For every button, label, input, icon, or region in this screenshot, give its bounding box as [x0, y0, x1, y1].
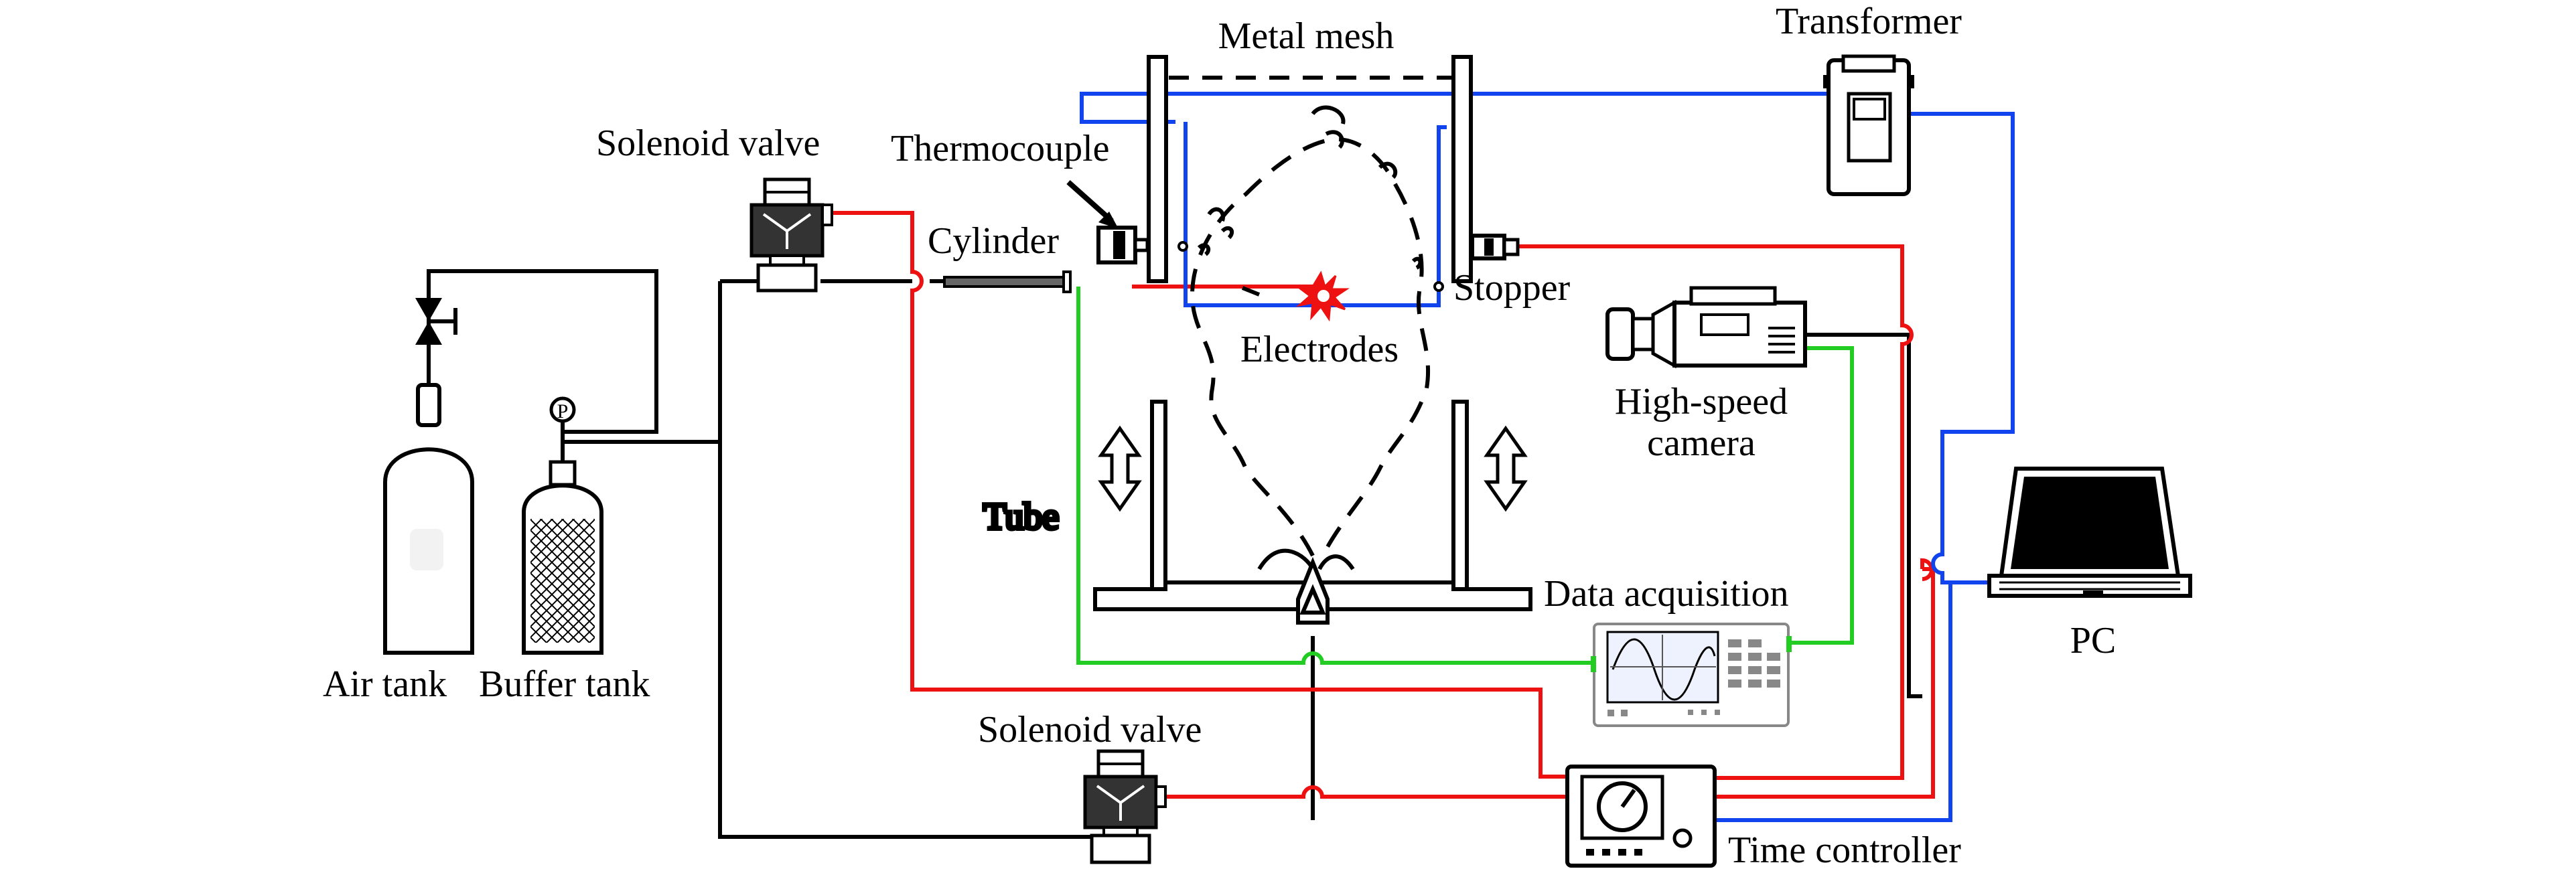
double-arrow-right-icon [1484, 425, 1528, 512]
tube-label: Tube [983, 496, 1059, 538]
time-controller: Time controller [1565, 765, 1961, 871]
thermocouple-arrow-head-icon [1098, 212, 1119, 229]
cylinder-walls [1147, 55, 1473, 283]
valve-bottom-base [1090, 834, 1151, 864]
cylinder-wall-right [1451, 55, 1473, 283]
stopper-core [1484, 238, 1494, 256]
tube: Tube [981, 400, 1532, 611]
laptop-screen [2011, 477, 2169, 569]
transformer: Transformer [1776, 1, 1962, 196]
daq-label: Data acquisition [1544, 573, 1788, 615]
buffer-tank-neck [549, 460, 577, 487]
electrodes-label: Electrodes [1240, 329, 1399, 370]
solenoid-valve-bottom-label: Solenoid valve [978, 709, 1202, 750]
transformer-handle [1841, 54, 1896, 73]
camera-lens [1631, 317, 1655, 351]
cylinder-wall-left [1147, 55, 1168, 283]
time-controller-label: Time controller [1728, 829, 1961, 870]
double-arrow-left-icon [1098, 425, 1142, 512]
cylinder-rod [943, 276, 1065, 288]
air-tank-neck [416, 383, 441, 427]
tube-wall-right [1451, 400, 1469, 591]
hand-valve-bottom-icon [415, 321, 442, 345]
flame-fragments [1197, 105, 1423, 297]
pc-laptop: PC [1987, 467, 2192, 661]
air-tank-highlight [410, 529, 443, 570]
camera-lens-rim [1605, 307, 1635, 361]
green-signal-lines [1076, 287, 1854, 665]
stopper: Stopper [1453, 234, 1571, 309]
cylinder-piston [1062, 270, 1072, 293]
camera-label-line2: camera [1647, 422, 1756, 464]
cylinder-label: Cylinder [928, 220, 1059, 262]
camera-top [1689, 286, 1777, 306]
metal-mesh-label: Metal mesh [1218, 15, 1394, 57]
burner-nozzle [1296, 556, 1330, 625]
thermocouple-core [1113, 231, 1125, 259]
data-acquisition: Data acquisition [1544, 573, 1792, 727]
thermocouple-label: Thermocouple [891, 128, 1110, 169]
buffer-tank-mesh [530, 519, 595, 643]
valve-top-plug [821, 204, 833, 226]
air-tank-label: Air tank [323, 663, 447, 705]
pressure-gauge-label: P [557, 400, 569, 422]
solenoid-valve-top: Solenoid valve [596, 123, 833, 293]
electrodes: Electrodes [1240, 270, 1399, 370]
buffer-tank-label: Buffer tank [479, 663, 650, 705]
laptop-keyboard [1987, 574, 2192, 598]
tube-wall-left [1150, 400, 1167, 591]
red-signal-lines [831, 211, 1935, 799]
hand-valve-top-icon [415, 298, 442, 321]
pressure-gauge-icon [549, 396, 576, 423]
metal-mesh: Metal mesh [1169, 15, 1457, 80]
solenoid-valve-bottom: Solenoid valve [978, 709, 1202, 864]
electrode-dots [1177, 241, 1444, 292]
camera-label-line1: High-speed [1615, 381, 1788, 422]
valve-bottom-plug [1155, 785, 1167, 808]
pneumatic-cylinder: Cylinder [928, 220, 1072, 293]
flame-cloud [1190, 137, 1431, 570]
thermocouple-arrow-shaft [1066, 180, 1114, 223]
transformer-label: Transformer [1776, 1, 1962, 42]
blue-signal-lines [1080, 92, 2015, 822]
stopper-end [1502, 238, 1520, 256]
high-speed-camera: High-speed camera [1605, 286, 1807, 464]
stopper-label: Stopper [1453, 267, 1571, 309]
solenoid-valve-top-label: Solenoid valve [596, 123, 820, 164]
air-tank: Air tank [323, 298, 474, 705]
thermocouple: Thermocouple [891, 128, 1149, 264]
buffer-tank: P Buffer tank [479, 396, 650, 705]
burner-nozzle-inner [1299, 584, 1326, 615]
tube-motion-arrows [1098, 425, 1528, 512]
daq-waveform [1612, 638, 1716, 701]
valve-top-base [756, 263, 818, 293]
spark-core [1317, 290, 1330, 302]
thermocouple-tip [1133, 238, 1149, 252]
pc-label: PC [2070, 620, 2117, 661]
